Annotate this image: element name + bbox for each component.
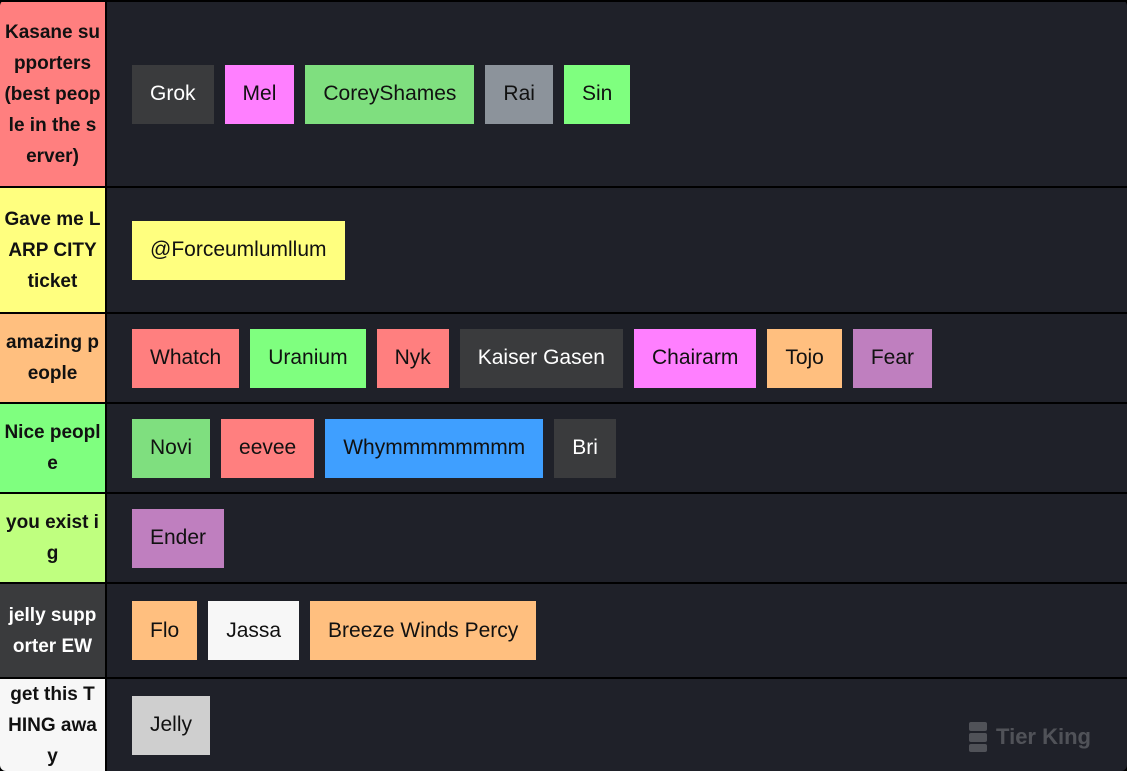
tier-label[interactable]: you exist ig [0,494,105,582]
tier-king-logo-icon [969,722,988,752]
tier-item[interactable]: Whymmmmmmmm [325,418,544,478]
tier-item[interactable]: Bri [554,418,616,478]
tier-items-area[interactable]: Grok Mel CoreyShames Rai Sin [107,2,1127,186]
tier-row: jelly supporter EW Flo Jassa Breeze Wind… [0,584,1127,677]
tier-item[interactable]: Ender [132,508,225,568]
tier-items-area[interactable]: Whatch Uranium Nyk Kaiser Gasen Chairarm… [107,314,1127,402]
tier-item[interactable]: Mel [224,64,295,124]
tier-item[interactable]: Sin [563,64,631,124]
tier-items-area[interactable]: Flo Jassa Breeze Winds Percy [107,584,1127,677]
tier-item[interactable]: Kaiser Gasen [459,328,623,388]
tier-items-area[interactable]: Jelly [107,679,1127,771]
tier-item[interactable]: Breeze Winds Percy [310,601,537,660]
tier-item[interactable]: Whatch [132,328,240,388]
tier-king-watermark: Tier King [968,721,1091,753]
tier-items-area[interactable]: @Forceumlumllum [107,188,1127,312]
tier-label[interactable]: get this THING away [0,679,105,771]
tier-item[interactable]: Jelly [132,695,211,755]
tier-label[interactable]: amazing people [0,314,105,402]
tier-row: Kasane supporters (best people in the se… [0,2,1127,186]
tier-label[interactable]: Nice people [0,404,105,492]
tier-item[interactable]: Chairarm [633,328,757,388]
watermark-text: Tier King [996,724,1091,749]
tier-item[interactable]: Jassa [208,601,300,660]
tier-item[interactable]: Flo [132,601,198,660]
tier-item[interactable]: Tojo [767,328,842,388]
tier-row: Nice people Novi eevee Whymmmmmmmm Bri [0,404,1127,492]
tier-items-area[interactable]: Ender [107,494,1127,582]
tier-item[interactable]: @Forceumlumllum [132,220,345,280]
tier-item[interactable]: Uranium [250,328,366,388]
tier-row: you exist ig Ender [0,494,1127,582]
tier-label[interactable]: Kasane supporters (best people in the se… [0,2,105,186]
tier-item[interactable]: Novi [132,418,211,478]
tier-row: amazing people Whatch Uranium Nyk Kaiser… [0,314,1127,402]
tier-item[interactable]: Grok [132,64,214,124]
tier-item[interactable]: Nyk [376,328,449,388]
tier-label[interactable]: jelly supporter EW [0,584,105,677]
tier-item[interactable]: Rai [485,64,553,124]
tier-label[interactable]: Gave me LARP CITY ticket [0,188,105,312]
tier-items-area[interactable]: Novi eevee Whymmmmmmmm Bri [107,404,1127,492]
tier-item[interactable]: Fear [852,328,933,388]
tier-row: Gave me LARP CITY ticket @Forceumlumllum [0,188,1127,312]
tier-item[interactable]: CoreyShames [305,64,475,124]
tier-row: get this THING away Jelly [0,679,1127,771]
tier-item[interactable]: eevee [221,418,315,478]
